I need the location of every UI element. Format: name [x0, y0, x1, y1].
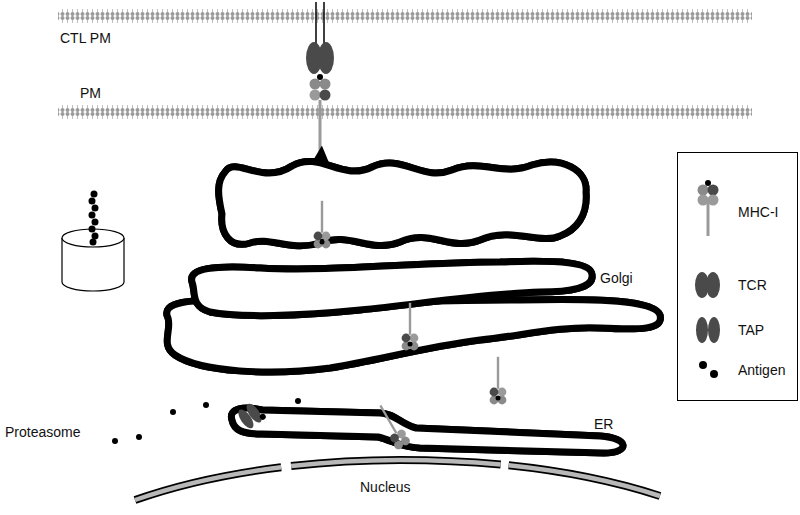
mhc-in-golgi [490, 357, 507, 405]
legend-text: Antigen [738, 362, 785, 378]
mhc-on-surface [310, 74, 331, 162]
golgi-stack [167, 161, 661, 372]
structure-label: ER [592, 416, 615, 432]
structure-label: PM [80, 85, 101, 101]
proteasome [62, 191, 124, 292]
legend-text: MHC-I [738, 204, 778, 220]
structure-label: CTL PM [60, 30, 111, 46]
structure-label: Nucleus [358, 479, 413, 495]
structure-label: Golgi [600, 270, 633, 286]
mhc-in-golgi [402, 303, 419, 351]
mhc-in-er [373, 401, 411, 451]
legend-tcr-sample [695, 272, 720, 298]
antigen-dot [408, 342, 413, 347]
mhc-in-golgi [314, 201, 331, 249]
legend-tap-sample [696, 317, 720, 343]
ctl-membrane [58, 8, 752, 24]
antigen-dot [496, 396, 501, 401]
legend-mhc-sample [698, 180, 719, 236]
nuclear-envelope [135, 460, 660, 500]
legend-text: TAP [738, 322, 764, 338]
er-membrane [231, 408, 623, 453]
antigen-dot [320, 240, 325, 245]
plasma-membrane [58, 103, 752, 119]
tcr-receptor [306, 2, 334, 74]
tap-transporter [235, 400, 266, 431]
legend-antigen-sample [699, 361, 718, 378]
structure-label: Proteasome [5, 424, 80, 440]
antigen-peptides [112, 398, 301, 444]
legend-box [678, 153, 798, 401]
legend-text: TCR [738, 277, 767, 293]
